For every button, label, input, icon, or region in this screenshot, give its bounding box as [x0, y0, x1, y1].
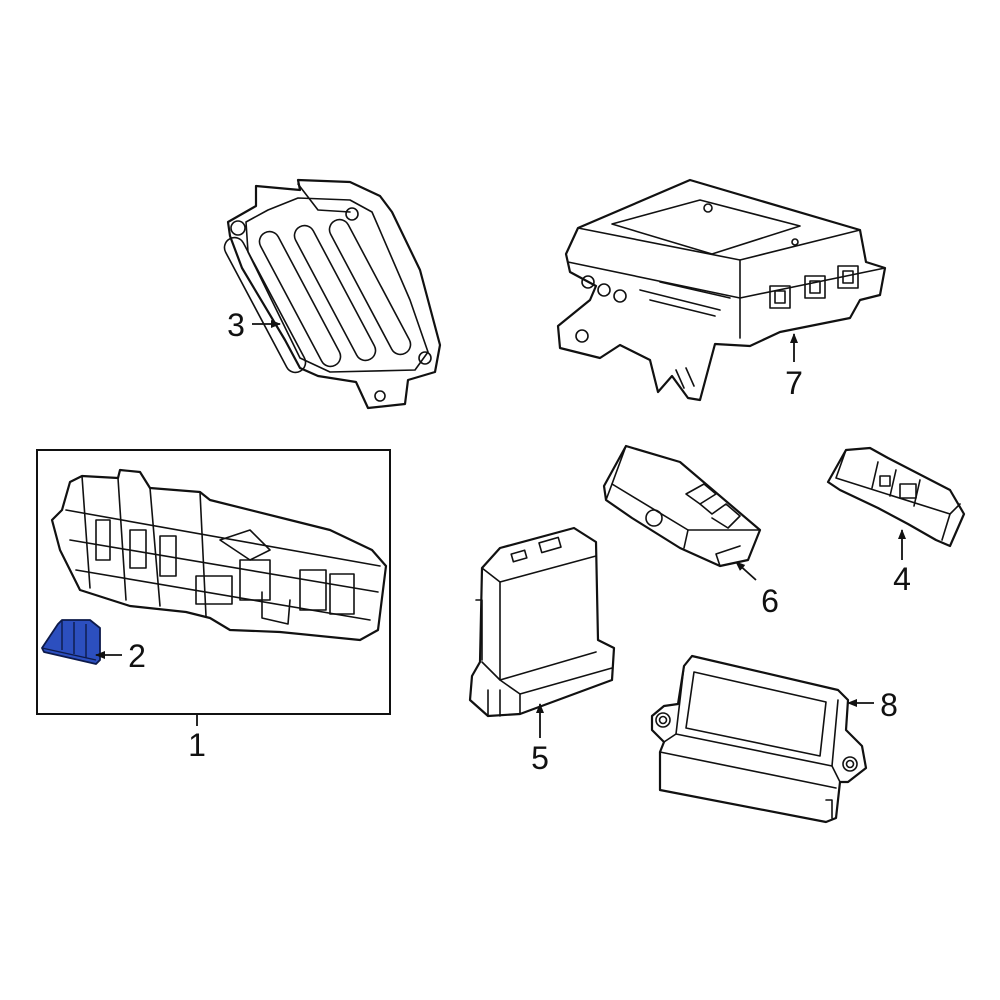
- part-7-module[interactable]: [556, 178, 887, 402]
- callout-5: 5: [531, 740, 549, 776]
- part-1-group-box: [36, 449, 391, 715]
- part-4-sensor[interactable]: [826, 446, 966, 548]
- part-3-bracket[interactable]: [221, 178, 442, 410]
- part-1-junction-block[interactable]: [50, 468, 388, 642]
- callout-7: 7: [785, 365, 803, 401]
- part-2-relay[interactable]: [41, 619, 101, 665]
- callout-3: 3: [227, 307, 245, 343]
- part-6-module[interactable]: [602, 444, 762, 568]
- callout-1: 1: [188, 727, 206, 763]
- callout-4: 4: [893, 561, 911, 597]
- callout-2: 2: [128, 638, 146, 674]
- callout-8: 8: [880, 687, 898, 723]
- part-5-module[interactable]: [468, 526, 616, 718]
- leader-6: [735, 561, 757, 581]
- callout-6: 6: [761, 583, 779, 619]
- part-8-module[interactable]: [650, 654, 868, 824]
